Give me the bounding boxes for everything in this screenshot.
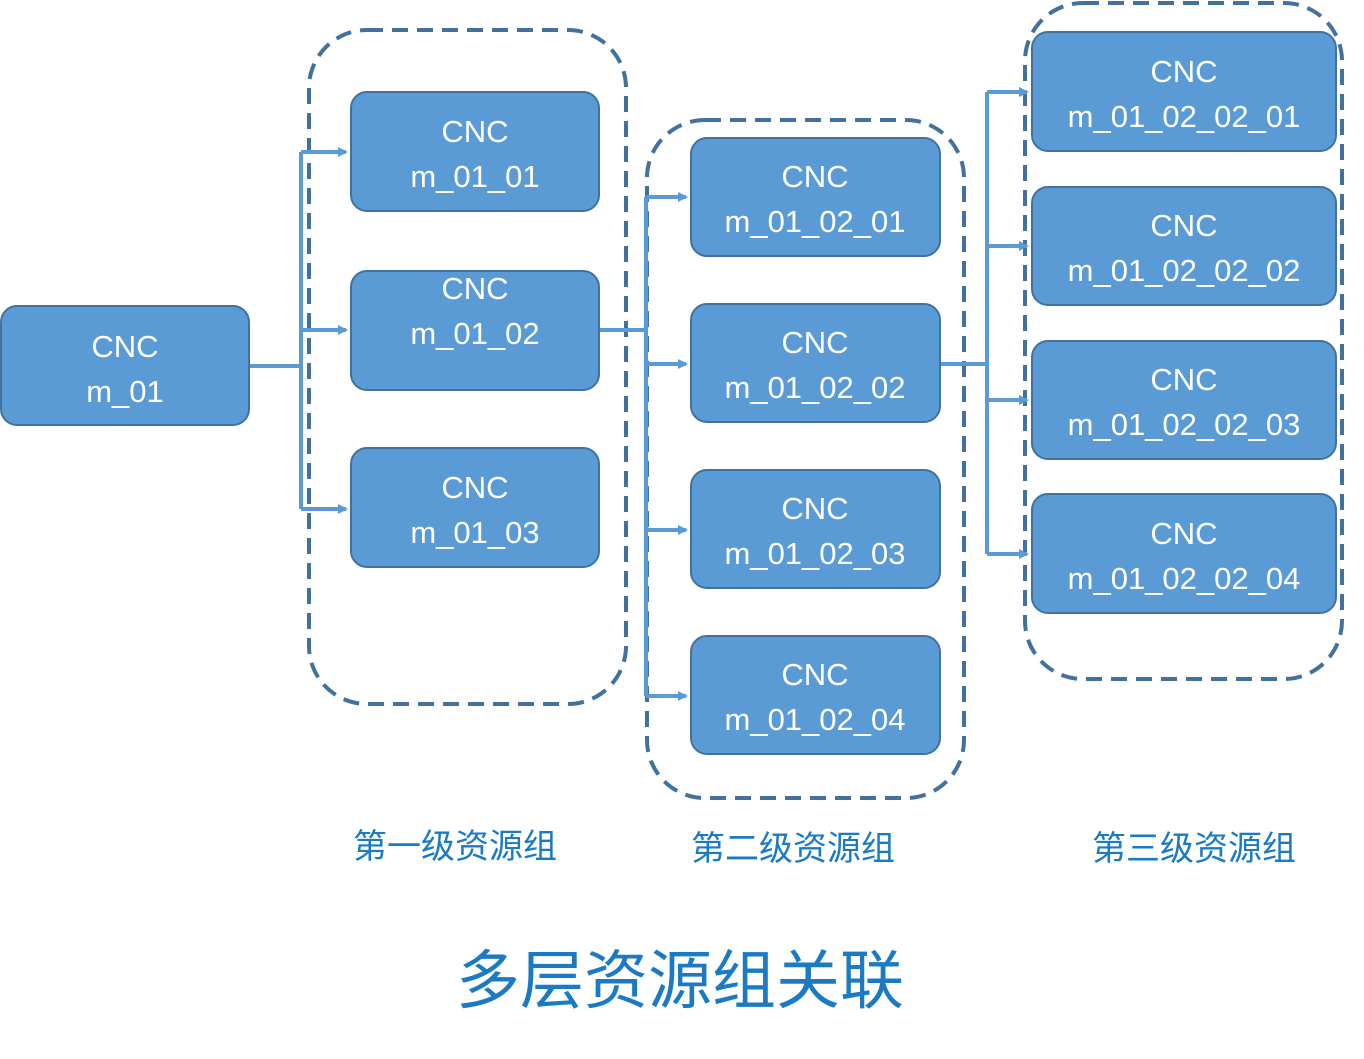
node-line1: CNC — [1150, 362, 1217, 397]
node-line1: CNC — [781, 657, 848, 692]
node-m-01: CNC m_01 — [0, 305, 250, 426]
node-line2: m_01_02_04 — [725, 702, 906, 737]
node-line1: CNC — [1150, 516, 1217, 551]
node-line1: CNC — [781, 159, 848, 194]
node-m-01-02-02-01: CNC m_01_02_02_01 — [1031, 31, 1337, 152]
node-m-01-02-02-04: CNC m_01_02_02_04 — [1031, 493, 1337, 614]
node-line2: m_01_02_02_02 — [1068, 253, 1301, 288]
group-1-container — [307, 28, 628, 706]
node-m-01-02-02-03: CNC m_01_02_02_03 — [1031, 340, 1337, 460]
group-3-label: 第三级资源组 — [1092, 829, 1296, 869]
node-line2: m_01_03 — [410, 515, 539, 550]
node-m-01-02-02-02: CNC m_01_02_02_02 — [1031, 186, 1337, 306]
node-line1: CNC — [441, 271, 508, 306]
node-line1: CNC — [781, 325, 848, 360]
group-3-container — [1023, 1, 1344, 681]
node-line1: CNC — [781, 491, 848, 526]
node-line2: m_01_02 — [410, 316, 539, 351]
node-line1: CNC — [1150, 208, 1217, 243]
node-line2: m_01 — [86, 374, 164, 409]
node-line2: m_01_01 — [410, 159, 539, 194]
node-m-01-02-04: CNC m_01_02_04 — [690, 635, 941, 755]
node-m-01-01: CNC m_01_01 — [350, 91, 600, 212]
node-line2: m_01_02_01 — [725, 204, 906, 239]
node-m-01-02: CNC m_01_02 — [350, 270, 600, 391]
node-m-01-02-03: CNC m_01_02_03 — [690, 469, 941, 589]
node-line1: CNC — [441, 114, 508, 149]
node-line2: m_01_02_02 — [725, 370, 906, 405]
connectors-level-1-to-level-2 — [599, 192, 688, 701]
group-1-label: 第一级资源组 — [353, 827, 557, 867]
diagram-title: 多层资源组关联 — [456, 945, 904, 1019]
node-line2: m_01_02_02_03 — [1068, 407, 1301, 442]
group-2-container — [645, 118, 966, 800]
node-line1: CNC — [1150, 54, 1217, 89]
node-m-01-02-01: CNC m_01_02_01 — [690, 137, 941, 257]
node-m-01-02-02: CNC m_01_02_02 — [690, 303, 941, 423]
group-2-label: 第二级资源组 — [691, 829, 895, 869]
connectors-root-to-level-1 — [249, 147, 348, 514]
node-line2: m_01_02_02_01 — [1068, 99, 1301, 134]
connectors-level-2-to-level-3 — [940, 87, 1029, 559]
node-line2: m_01_02_03 — [725, 536, 906, 571]
node-line1: CNC — [91, 329, 158, 364]
node-line2: m_01_02_02_04 — [1068, 561, 1301, 596]
node-m-01-03: CNC m_01_03 — [350, 447, 600, 568]
node-line1: CNC — [441, 470, 508, 505]
